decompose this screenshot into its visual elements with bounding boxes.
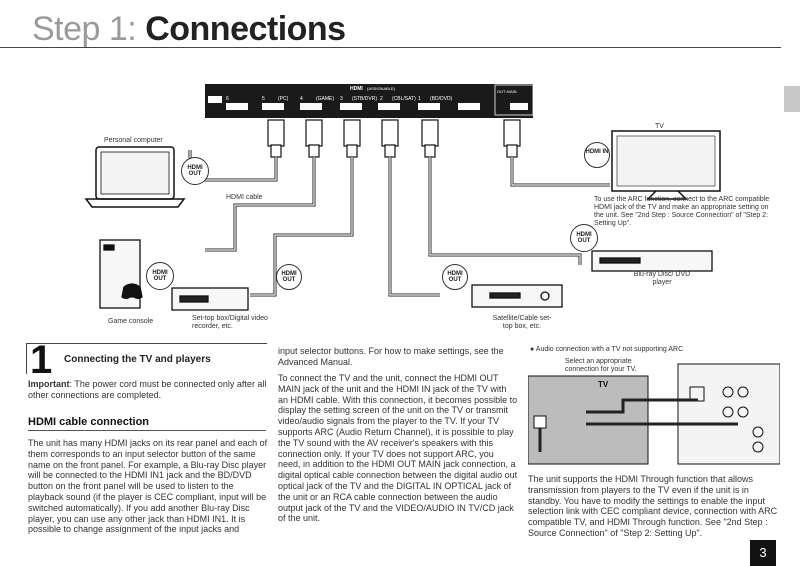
hdmi-plugs [267, 119, 521, 158]
jack-cbl: (CBL/SAT) [392, 96, 416, 102]
title-rule [0, 47, 781, 48]
receiver-jack-labels: 6 5 (PC) 4 (GAME) 3 (STB/DVR) 2 (CBL/SAT… [226, 89, 517, 102]
important-text: : The power cord must be connected only … [28, 379, 267, 400]
jack-5: 5 [262, 96, 265, 102]
arc-note: To use the ARC function, connect to the … [594, 196, 770, 227]
pc-caption: Personal computer [104, 137, 163, 144]
select-note: Select an appropriate connection for you… [565, 358, 637, 373]
side-tab [784, 86, 800, 112]
page-number: 3 [750, 540, 776, 566]
jack-bd: (BD/DVD) [430, 96, 453, 102]
section-frame [26, 343, 267, 374]
title-text: Connections [145, 10, 346, 48]
laptop-illustration [84, 146, 186, 208]
col2-paragraph-2: To connect the TV and the unit, connect … [278, 373, 518, 524]
arc-tv-label: TV [598, 380, 609, 389]
arc-heading: ● Audio connection with a TV not support… [530, 346, 684, 353]
game-caption: Game console [108, 318, 153, 325]
tv-caption: TV [655, 123, 664, 130]
jack-3: 3 [340, 96, 343, 102]
col1-paragraph: The unit has many HDMI jacks on its rear… [28, 438, 268, 535]
jack-out: OUT MAIN [497, 89, 517, 94]
col3-paragraph: The unit supports the HDMI Through funct… [528, 474, 778, 538]
bluray-illustration [591, 250, 713, 272]
section-title: Connecting the TV and players [64, 354, 211, 365]
jack-2: 2 [380, 96, 383, 102]
hdmi-out-badge-game: HDMI OUT [146, 262, 174, 290]
hdmi-out-badge-sat: HDMI OUT [442, 264, 468, 290]
heading-rule [28, 430, 266, 431]
hdmi-cables [188, 150, 610, 297]
receiver-hdmi-sub: (ASSIGNABLE) [367, 86, 396, 91]
receiver-hdmi-label: HDMI [350, 86, 363, 92]
sat-caption: Satellite/Cable set-top box, etc. [492, 315, 552, 330]
jack-1: 1 [418, 96, 421, 102]
important-label: Important [28, 379, 70, 389]
hdmi-out-badge-stb: HDMI OUT [276, 264, 302, 290]
hdmi-cable-heading: HDMI cable connection [28, 416, 150, 428]
jack-4: 4 [300, 96, 303, 102]
bullet-icon: ● [530, 346, 535, 353]
important-note: Important: The power cord must be connec… [28, 379, 268, 401]
connection-diagram: HDMI (ASSIGNABLE) 6 5 (PC) 4 (GAME) 3 (S… [84, 84, 721, 325]
bluray-caption: Blu-ray Disc/ DVD player [633, 271, 691, 286]
satellite-box-illustration [471, 284, 563, 308]
receiver-panel [205, 84, 534, 118]
stb-caption: Set-top box/Digital video recorder, etc. [192, 315, 268, 330]
jack-6: 6 [226, 96, 229, 102]
tv-illustration [611, 130, 721, 200]
stb-illustration [171, 287, 249, 311]
jack-game: (GAME) [316, 96, 334, 102]
col2-paragraph-1: input selector buttons. For how to make … [278, 346, 504, 367]
page-title: Step 1: Connections [32, 10, 346, 49]
hdmi-out-badge-bluray: HDMI OUT [570, 224, 598, 252]
jack-stb: (STB/DVR) [352, 96, 377, 102]
jack-pc: (PC) [278, 96, 289, 102]
hdmi-cables-inner [189, 150, 610, 296]
game-console-illustration [99, 239, 143, 309]
hdmi-in-badge-tv: HDMI IN [584, 142, 610, 168]
section-number: 1 [30, 338, 53, 382]
hdmi-out-badge-pc: HDMI OUT [181, 157, 209, 185]
hdmi-cable-caption: HDMI cable [226, 194, 263, 201]
step-label: Step 1: [32, 10, 137, 48]
arc-connection-diagram [528, 363, 780, 465]
